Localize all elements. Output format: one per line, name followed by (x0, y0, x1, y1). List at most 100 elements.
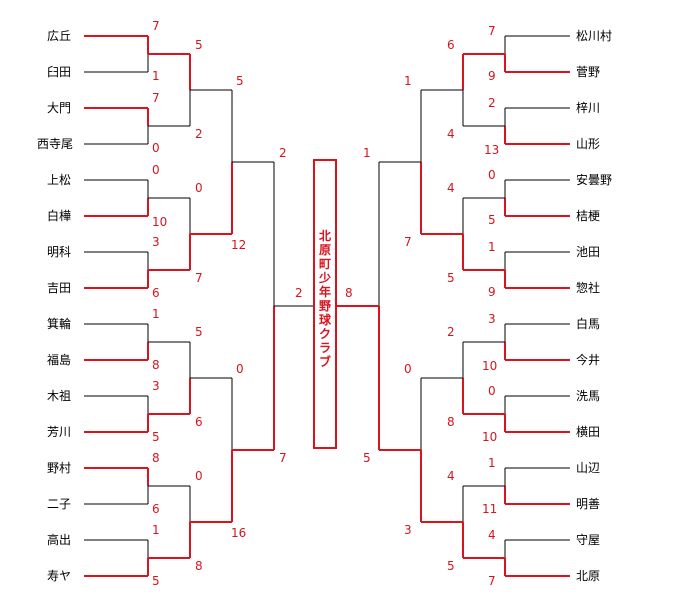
score: 5 (488, 213, 496, 227)
score: 3 (152, 379, 160, 393)
score: 0 (152, 163, 160, 177)
score: 6 (152, 502, 160, 516)
team-right-7: 池田 (576, 245, 600, 259)
team-right-13: 山辺 (576, 461, 600, 475)
score: 7 (152, 91, 160, 105)
score: 7 (488, 574, 496, 588)
score: 7 (195, 271, 203, 285)
team-left-1: 広丘 (47, 29, 71, 43)
score: 3 (152, 235, 160, 249)
score: 2 (488, 96, 496, 110)
score: 4 (447, 469, 455, 483)
team-right-6: 桔梗 (576, 208, 600, 223)
score: 4 (447, 181, 455, 195)
score: 1 (404, 74, 412, 88)
score: 7 (152, 19, 160, 33)
score: 2 (447, 325, 455, 339)
score: 6 (195, 415, 203, 429)
team-left-9: 箕輪 (47, 316, 71, 331)
score: 8 (447, 415, 455, 429)
score: 0 (236, 362, 244, 376)
team-left-6: 白樺 (47, 208, 71, 223)
score: 5 (195, 325, 203, 339)
score: 0 (488, 384, 496, 398)
team-left-11: 木祖 (47, 388, 71, 403)
score: 8 (152, 358, 160, 372)
score: 1 (488, 456, 496, 470)
left-round4-scores: 2 7 (279, 146, 287, 465)
champion-char: 球 (319, 312, 332, 327)
score: 5 (152, 430, 160, 444)
team-left-13: 野村 (47, 461, 71, 475)
team-right-15: 守屋 (576, 533, 600, 547)
team-right-12: 横田 (576, 425, 600, 439)
right-round1-scores: 7 9 2 13 0 5 1 9 3 10 0 10 1 11 4 7 (482, 24, 499, 588)
score: 7 (488, 24, 496, 38)
score: 1 (152, 523, 160, 537)
team-left-8: 吉田 (47, 281, 71, 295)
left-team-names: 広丘 臼田 大門 西寺尾 上松 白樺 明科 吉田 箕輪 福島 木祖 芳川 野村 … (37, 29, 73, 583)
score: 16 (231, 526, 246, 540)
champion-char: 北 (319, 228, 331, 243)
score: 4 (447, 127, 455, 141)
score: 7 (279, 451, 287, 465)
score: 4 (488, 528, 496, 542)
score: 0 (195, 469, 203, 483)
score: 1 (152, 69, 160, 83)
score: 8 (152, 451, 160, 465)
team-left-7: 明科 (47, 245, 71, 259)
team-right-3: 梓川 (576, 100, 600, 115)
score: 11 (482, 502, 497, 516)
team-left-15: 高出 (47, 532, 71, 547)
score: 10 (482, 430, 497, 444)
score: 9 (488, 69, 496, 83)
score: 5 (447, 559, 455, 573)
score: 13 (484, 143, 499, 157)
score: 1 (363, 146, 371, 160)
team-left-2: 臼田 (47, 64, 71, 79)
score: 2 (279, 146, 287, 160)
right-final-score: 8 (345, 286, 353, 300)
score: 1 (152, 307, 160, 321)
team-right-11: 洗馬 (576, 389, 600, 403)
score: 0 (152, 141, 160, 155)
team-right-14: 明善 (576, 496, 600, 511)
right-round3-scores: 1 7 0 3 (404, 74, 412, 537)
right-round4-scores: 1 5 (363, 146, 371, 465)
team-left-16: 寿ヤ (47, 569, 71, 583)
team-right-1: 松川村 (576, 29, 612, 43)
team-right-16: 北原 (576, 569, 600, 583)
score: 5 (447, 271, 455, 285)
champion-frame (313, 159, 337, 449)
score: 5 (363, 451, 371, 465)
score: 6 (447, 38, 455, 52)
team-right-9: 白馬 (576, 316, 600, 331)
champion-char: ラ (319, 341, 331, 355)
champion-char: 少 (318, 270, 331, 285)
left-round1-scores: 7 1 7 0 0 10 3 6 1 8 3 5 8 6 1 5 (152, 19, 167, 588)
score: 9 (488, 285, 496, 299)
team-left-3: 大門 (47, 101, 71, 115)
score: 0 (404, 362, 412, 376)
champion-char: 野 (319, 299, 331, 313)
score: 5 (152, 574, 160, 588)
score: 5 (236, 74, 244, 88)
champion-char: 町 (319, 257, 331, 271)
left-final-score: 2 (295, 286, 303, 300)
team-right-4: 山形 (576, 137, 600, 151)
team-right-8: 惣社 (576, 280, 600, 295)
score: 10 (482, 359, 497, 373)
score: 12 (231, 238, 246, 252)
score: 10 (152, 215, 167, 229)
score: 6 (152, 286, 160, 300)
score: 7 (404, 235, 412, 249)
right-team-names: 松川村 菅野 梓川 山形 安曇野 桔梗 池田 惣社 白馬 今井 洗馬 横田 山辺… (576, 29, 612, 583)
score: 1 (488, 240, 496, 254)
score: 2 (195, 127, 203, 141)
score: 3 (488, 312, 496, 326)
left-round3-scores: 5 12 0 16 (231, 74, 246, 540)
team-right-5: 安曇野 (576, 172, 612, 187)
